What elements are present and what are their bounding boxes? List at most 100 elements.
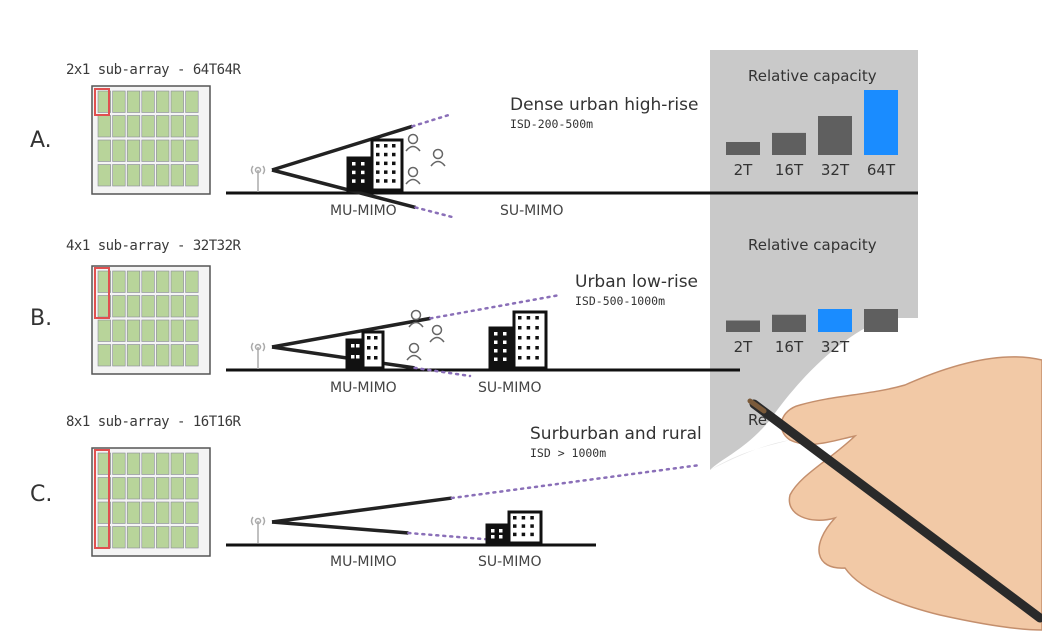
array-cell <box>141 526 155 549</box>
building-window <box>356 344 360 348</box>
row-b-capacity-bar <box>726 320 760 332</box>
building-window <box>491 529 495 533</box>
array-cell <box>112 139 126 162</box>
building-window <box>367 336 371 340</box>
building-window <box>518 356 522 360</box>
row-a-su-label: SU-MIMO <box>500 203 564 219</box>
building-body <box>485 523 511 545</box>
array-cell <box>185 90 199 113</box>
row-a-person-icon <box>405 166 421 185</box>
building-window <box>361 162 365 166</box>
person-head <box>410 309 422 321</box>
array-cell <box>97 90 111 113</box>
row-a-scenario: Dense urban high-rise <box>510 95 699 115</box>
array-cell <box>112 344 126 367</box>
array-cell <box>185 270 199 293</box>
array-cell <box>126 344 141 367</box>
building-window <box>526 326 531 330</box>
row-b-capacity-title: Relative capacity <box>748 236 877 254</box>
array-cell <box>185 477 199 500</box>
building-window <box>535 326 539 330</box>
building-window <box>384 179 388 183</box>
row-c-letter: C. <box>30 482 53 507</box>
building-window <box>376 161 380 166</box>
array-cell <box>97 501 111 524</box>
row-b-bar-label: 32T <box>820 338 850 356</box>
row-b-su-label: SU-MIMO <box>478 380 542 396</box>
building-window <box>384 170 388 174</box>
building-window <box>518 326 522 330</box>
array-cell <box>185 115 199 138</box>
beam-dotted <box>414 206 458 220</box>
row-b-array-label: 4x1 sub-array - 32T32R <box>66 238 241 254</box>
person-body <box>408 321 424 328</box>
person-head <box>431 324 443 336</box>
row-b-isd: ISD-500-1000m <box>575 294 666 308</box>
row-b-capacity-bar <box>864 309 898 332</box>
row-c-subarray-highlight <box>94 449 110 549</box>
building-window <box>374 356 378 360</box>
building-window <box>503 340 507 344</box>
array-cell <box>170 270 184 293</box>
row-a-capacity-bar <box>772 132 806 155</box>
pencil-body <box>749 399 1042 623</box>
building-window <box>367 356 371 360</box>
array-cell <box>126 295 141 318</box>
row-c-beam-lower <box>271 520 522 544</box>
row-b-subarray-highlight <box>94 267 110 319</box>
beam-solid <box>271 124 413 172</box>
array-cell <box>156 319 170 342</box>
array-cell <box>141 477 155 500</box>
array-cell <box>156 139 170 162</box>
array-cell <box>141 164 155 187</box>
building-window <box>352 179 356 183</box>
beam-solid <box>271 496 452 524</box>
array-cell <box>170 344 184 367</box>
row-a-building-tall <box>370 138 404 192</box>
building-window <box>374 336 378 340</box>
row-a-bar-label: 2T <box>733 161 753 179</box>
building-window <box>518 346 522 350</box>
building-window <box>521 524 526 528</box>
building-window <box>521 532 526 537</box>
beam-solid <box>271 168 416 210</box>
building-window <box>499 535 503 539</box>
array-cell <box>156 344 170 367</box>
row-c-tower-icon <box>250 516 266 543</box>
row-b-bar-label: 2T <box>733 338 753 356</box>
building-window <box>526 346 531 350</box>
array-cell <box>112 501 126 524</box>
row-b-capacity-bar <box>772 314 806 332</box>
building-body <box>361 330 385 370</box>
array-cell <box>185 319 199 342</box>
array-cell <box>126 270 141 293</box>
array-cell <box>170 319 184 342</box>
tower-wave-left <box>250 516 254 526</box>
row-b-letter: B. <box>30 306 53 331</box>
building-window <box>535 336 539 340</box>
building-body <box>345 338 365 370</box>
beam-dotted <box>450 463 702 500</box>
building-body <box>512 310 548 370</box>
row-a-bar-label: 32T <box>820 161 850 179</box>
array-cell <box>112 90 126 113</box>
building-body <box>346 156 374 192</box>
tower-wave-right <box>262 516 266 526</box>
row-a-person-icon <box>405 133 421 152</box>
building-window <box>494 340 498 344</box>
person-head <box>408 342 420 354</box>
building-window <box>392 144 396 148</box>
building-window <box>513 516 517 520</box>
array-cell <box>156 270 170 293</box>
array-cell <box>185 526 199 549</box>
array-cell <box>112 319 126 342</box>
building-window <box>361 170 365 175</box>
array-cell <box>170 501 184 524</box>
array-cell <box>141 295 155 318</box>
tower-head <box>254 166 262 174</box>
array-cell <box>185 501 199 524</box>
person-body <box>430 160 446 167</box>
array-cell <box>126 501 141 524</box>
beam-solid <box>271 345 415 370</box>
row-a-capacity-bar <box>864 90 898 155</box>
